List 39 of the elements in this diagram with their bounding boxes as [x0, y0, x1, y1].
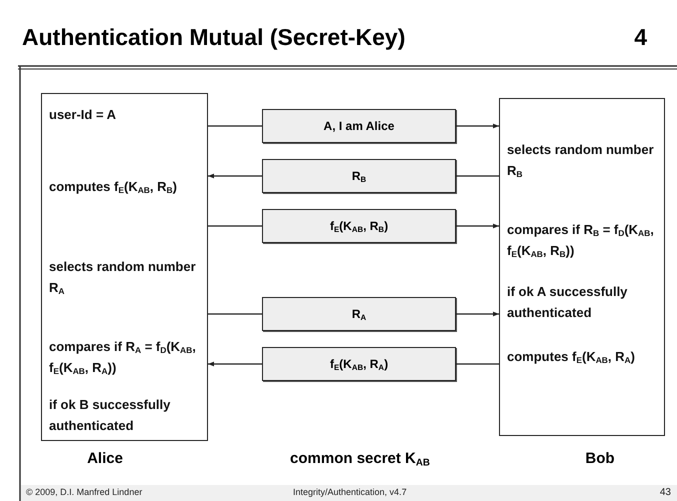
message-text: A, I am Alice: [324, 119, 394, 133]
party-box: [41, 93, 208, 441]
connector-line: [208, 125, 262, 127]
party-box: [499, 98, 665, 436]
step-text: user-Id = A: [49, 106, 118, 124]
page-number: 43: [660, 487, 671, 498]
party-name: Alice: [87, 450, 123, 467]
message-box: [262, 109, 456, 143]
step-text: computes f$_{E}$(K$_{AB}$, R$_{B}$): [49, 178, 178, 197]
step-text: selects random number R$_{B}$: [507, 141, 655, 181]
arrow: [208, 362, 262, 366]
connector-line: [456, 175, 499, 177]
connector-line: [208, 313, 262, 315]
arrow: [456, 124, 499, 128]
message-text: f$_{E}$(K$_{AB}$, R$_{A}$): [330, 357, 388, 371]
arrow: [208, 174, 262, 178]
message-text: f$_{E}$(K$_{AB}$, R$_{B}$): [330, 219, 388, 233]
connector-line: [208, 225, 262, 227]
step-text: compares if R$_{A}$ = f$_{D}$(K$_{AB}$, f$_{E}$(K$_{AB}$, R$_{A}$)): [49, 338, 197, 378]
footer-text: © 2009, D.I. Manfred Lindner: [26, 487, 142, 497]
message-box: [262, 297, 456, 331]
slide-number: 4: [634, 24, 647, 51]
arrow: [456, 312, 499, 316]
connector-line: [456, 363, 499, 365]
footer-text: Integrity/Authentication, v4.7: [293, 487, 407, 497]
step-text: if ok A successfully authenticated: [507, 283, 628, 322]
message-text: R$_{A}$: [352, 307, 366, 321]
step-text: if ok B successfully authenticated: [49, 396, 172, 435]
message-box: [262, 209, 456, 243]
slide-title: Authentication Mutual (Secret-Key): [22, 24, 406, 51]
arrow: [456, 224, 499, 228]
message-text: R$_{B}$: [352, 169, 366, 183]
step-text: compares if R$_{B}$ = f$_{D}$(K$_{AB}$, f$_{E}$(K$_{AB}$, R$_{B}$)): [507, 221, 655, 261]
message-box: [262, 159, 456, 193]
step-text: computes f$_{E}$(K$_{AB}$, R$_{A}$): [507, 348, 636, 367]
party-name: Bob: [585, 450, 615, 467]
message-box: [262, 347, 456, 381]
step-text: selects random number R$_{A}$: [49, 258, 197, 298]
shared-key-caption: common secret K$_{AB}$: [290, 450, 430, 467]
